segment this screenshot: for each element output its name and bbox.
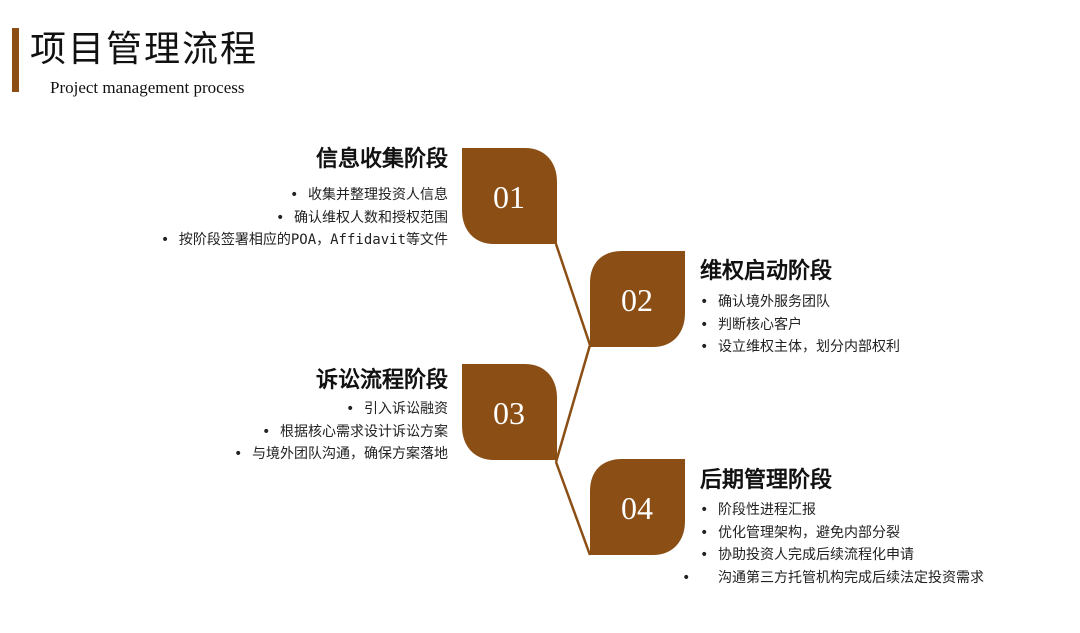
- list-item: •收集并整理投资人信息: [290, 187, 448, 203]
- page-title: 项目管理流程: [30, 29, 259, 70]
- connector-03-04: [554, 461, 592, 556]
- connector-01-02: [554, 243, 592, 346]
- stage-04-title: 后期管理阶段: [700, 468, 833, 493]
- stage-03-number: 03: [493, 395, 525, 431]
- stage-01-leaf: 01: [462, 148, 557, 244]
- stage-02-leaf: 02: [590, 251, 685, 347]
- list-item: •根据核心需求设计诉讼方案: [262, 423, 448, 440]
- stage-04-leaf: 04: [590, 459, 685, 555]
- list-item: •与境外团队沟通，确保方案落地: [234, 446, 448, 462]
- stage-01-title: 信息收集阶段: [315, 147, 448, 172]
- leaf-shape-01: [462, 148, 557, 244]
- list-item: •判断核心客户: [700, 316, 802, 333]
- list-item: •优化管理架构，避免内部分裂: [700, 524, 900, 541]
- list-item: •按阶段签署相应的POA，Affidavit等文件: [160, 232, 448, 248]
- stage-02-list: •确认境外服务团队 •判断核心客户 •设立维权主体，划分内部权利: [700, 291, 900, 359]
- list-item: •协助投资人完成后续流程化申请: [700, 547, 914, 563]
- page-subtitle: Project management process: [50, 78, 245, 97]
- stage-03-leaf: 03: [462, 364, 557, 460]
- list-item: •确认境外服务团队: [700, 294, 830, 310]
- stage-02-number: 02: [621, 282, 653, 318]
- list-item: •确认维权人数和授权范围: [276, 209, 448, 226]
- stage-03-title: 诉讼流程阶段: [315, 368, 448, 393]
- list-item: •沟通第三方托管机构完成后续法定投资需求: [682, 569, 984, 586]
- connector-02-03: [554, 344, 592, 463]
- leaf-shape-02: [590, 251, 685, 347]
- stage-02-title: 维权启动阶段: [700, 259, 833, 284]
- list-item: •阶段性进程汇报: [700, 502, 816, 518]
- stage-04-number: 04: [621, 490, 653, 526]
- stage-04-list: •阶段性进程汇报 •优化管理架构，避免内部分裂 •协助投资人完成后续流程化申请 …: [682, 499, 1068, 589]
- stage-03-list: •引入诉讼融资 •根据核心需求设计诉讼方案 •与境外团队沟通，确保方案落地: [234, 398, 448, 466]
- stage-01-number: 01: [493, 179, 525, 215]
- list-item: •设立维权主体，划分内部权利: [700, 339, 900, 355]
- stage-01-list: •收集并整理投资人信息 •确认维权人数和授权范围 •按阶段签署相应的POA，Af…: [161, 184, 448, 252]
- leaf-shape-03: [462, 364, 557, 460]
- list-item: •引入诉讼融资: [346, 401, 448, 417]
- title-accent-bar: [12, 28, 19, 92]
- connector-lines: [554, 243, 592, 556]
- leaf-shape-04: [590, 459, 685, 555]
